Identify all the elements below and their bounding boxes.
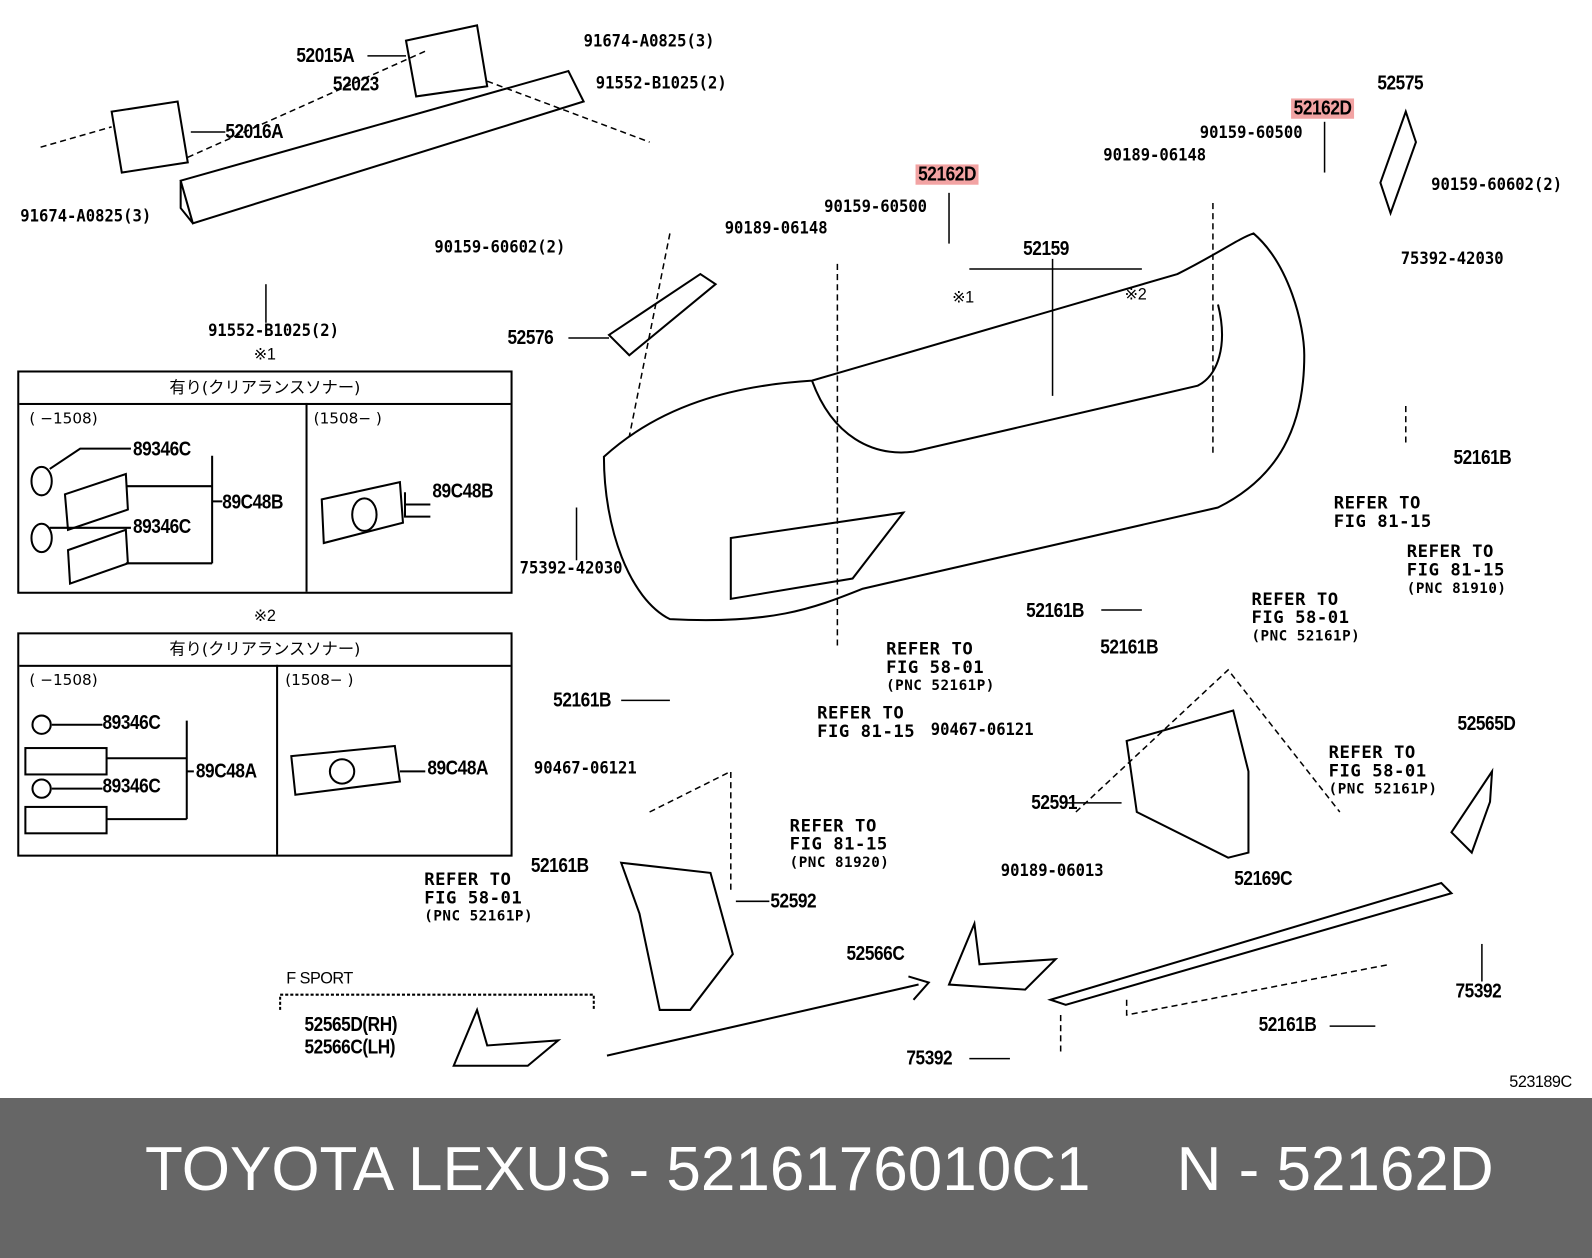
bracket-right	[404, 24, 489, 98]
garnish-52566C	[947, 919, 1059, 991]
sonar-drawing	[30, 447, 431, 586]
part-label[interactable]: 52161B	[1026, 599, 1085, 623]
fsport-bracket	[279, 993, 595, 1010]
date-range: ( −1508)	[29, 670, 98, 690]
part-label[interactable]: 89346C	[132, 438, 191, 461]
shield-52591	[1125, 709, 1250, 859]
part-label[interactable]: 91674-A0825(3)	[583, 31, 715, 52]
divider	[276, 664, 279, 855]
diagram-drawing	[40, 24, 1494, 1067]
note-mark: ※1	[952, 289, 974, 307]
variant-label: F SPORT	[286, 970, 353, 988]
note-mark: ※2	[1124, 286, 1147, 304]
reinforcement-beam	[179, 69, 586, 225]
part-label[interactable]: 52161B	[553, 689, 612, 712]
part-label[interactable]: 52015A	[296, 44, 355, 67]
part-label[interactable]: 52575	[1377, 72, 1424, 95]
divider	[305, 402, 308, 592]
part-label[interactable]: 90159-60500	[824, 196, 928, 218]
part-label[interactable]: 90189-06013	[1000, 860, 1104, 882]
part-label[interactable]: 52566C	[846, 942, 905, 966]
part-label[interactable]: 90467-06121	[533, 758, 637, 779]
part-label[interactable]: 75392-42030	[1400, 248, 1504, 269]
part-label[interactable]: 52161B	[530, 854, 589, 877]
shield-52592	[619, 861, 734, 1011]
part-label-highlighted[interactable]: 52162D	[915, 164, 979, 185]
part-label[interactable]: 90467-06121	[930, 719, 1034, 740]
part-label[interactable]: 89346C	[102, 711, 161, 734]
part-label[interactable]: 91552-B1025(2)	[595, 73, 727, 94]
part-label[interactable]: 52566C(LH)	[304, 1036, 396, 1059]
illustration-number: 523189C	[1509, 1073, 1572, 1092]
inset-sonar-2: 有り(クリアランスソナー) ( −1508) (1508− ) 89346C 8…	[17, 632, 513, 857]
diffuser-52169C	[1047, 881, 1454, 1006]
part-label[interactable]: 52161B	[1258, 1013, 1317, 1037]
part-label[interactable]: 89C48B	[432, 480, 494, 503]
part-label[interactable]: 52576	[507, 326, 554, 350]
part-label[interactable]: 89346C	[102, 775, 161, 798]
part-label[interactable]: 52161B	[1453, 446, 1512, 469]
part-label[interactable]: 52565D	[1457, 712, 1516, 735]
part-label[interactable]: 52016A	[225, 120, 284, 144]
part-label[interactable]: 52159	[1023, 237, 1069, 260]
part-label[interactable]: 52023	[332, 73, 379, 96]
inset-mark: ※2	[253, 607, 276, 626]
part-label[interactable]: 75392-42030	[519, 558, 623, 579]
part-label[interactable]: 89346C	[132, 515, 191, 538]
part-label[interactable]: 52169C	[1234, 867, 1293, 891]
part-label[interactable]: 90159-60500	[1199, 122, 1303, 144]
date-range: ( −1508)	[29, 409, 98, 428]
part-label[interactable]: 89C48A	[427, 757, 489, 780]
part-label-highlighted[interactable]: 52162D	[1291, 98, 1355, 119]
part-label[interactable]: 75392	[906, 1047, 953, 1070]
bracket-52575	[1379, 108, 1417, 217]
arrow	[606, 975, 931, 1057]
part-label[interactable]: 89C48B	[222, 491, 284, 514]
part-label[interactable]: 52161B	[1100, 636, 1159, 659]
inset-sonar-1: 有り(クリアランスソナー) ( −1508) (1508− ) 89346C 8…	[17, 370, 513, 594]
part-label[interactable]: 52592	[770, 890, 817, 913]
bracket-52576	[607, 272, 718, 357]
part-label[interactable]: 91674-A0825(3)	[20, 206, 152, 227]
part-number-caption: TOYOTA LEXUS - 5216176010C1 N - 52162D	[145, 1135, 1494, 1204]
part-label[interactable]: 90189-06148	[724, 218, 828, 239]
fsport-garnish	[452, 1006, 562, 1067]
part-label[interactable]: 75392	[1455, 980, 1502, 1003]
part-label[interactable]: 52591	[1031, 791, 1078, 815]
part-label[interactable]: 90159-60602(2)	[1431, 174, 1563, 195]
date-range: (1508− )	[285, 670, 354, 690]
sonar-drawing	[24, 714, 426, 835]
part-label[interactable]: 52565D(RH)	[304, 1013, 398, 1037]
footer-banner: TOYOTA LEXUS - 5216176010C1 N - 52162D	[0, 1098, 1592, 1258]
bumper-cover	[602, 232, 1306, 622]
part-label[interactable]: 89C48A	[195, 760, 257, 783]
part-label[interactable]: 90159-60602(2)	[434, 237, 566, 258]
inset-header: 有り(クリアランスソナー)	[19, 634, 511, 667]
inset-mark: ※1	[253, 346, 276, 364]
date-range: (1508− )	[313, 409, 382, 428]
inset-header: 有り(クリアランスソナー)	[19, 373, 511, 405]
parts-diagram: 52015A 91674-A0825(3) 52023 91552-B1025(…	[17, 24, 1572, 1092]
part-label[interactable]: 90189-06148	[1103, 145, 1207, 166]
part-label[interactable]: 91552-B1025(2)	[208, 320, 339, 342]
bracket-left	[110, 100, 189, 174]
garnish-52565D	[1450, 767, 1494, 855]
